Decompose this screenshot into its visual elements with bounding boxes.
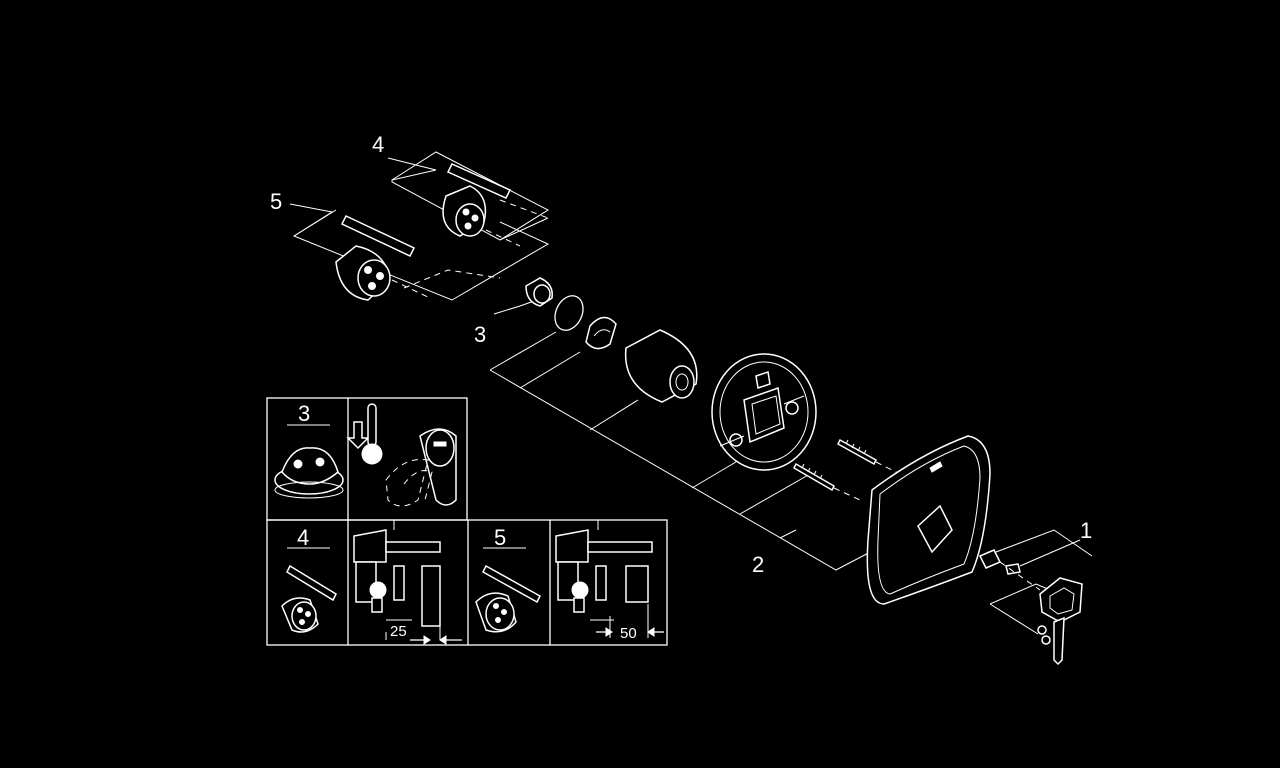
callout-1: 1 (1080, 518, 1092, 543)
part-1-handle (978, 529, 1093, 666)
inset-cell-4-section (353, 519, 462, 645)
inset-dim-25: 25 (390, 623, 407, 640)
part-2-frame (489, 329, 879, 571)
callout-5: 5 (270, 189, 282, 214)
mounting-screws (793, 438, 901, 501)
inset-panel: 3 4 (266, 397, 668, 646)
part-3-assembly (493, 277, 617, 350)
inset-cell-5-label: 5 (494, 525, 506, 550)
escutcheon-plate (866, 435, 991, 605)
callout-4: 4 (372, 132, 384, 157)
inset-cell-5 (475, 547, 541, 633)
callout-3: 3 (474, 322, 486, 347)
inset-cell-3-label: 3 (298, 401, 310, 426)
inset-cell-5-section (555, 519, 664, 638)
inset-dim-50: 50 (620, 625, 637, 642)
inset-cell-temperature (346, 403, 457, 507)
inset-cell-3 (274, 424, 344, 499)
part-5-assembly (289, 203, 550, 301)
callout-2: 2 (752, 552, 764, 577)
part-4-assembly (387, 151, 550, 247)
inset-cell-4-label: 4 (297, 525, 309, 550)
inset-cell-4 (281, 547, 337, 633)
mounting-plate (711, 353, 817, 471)
